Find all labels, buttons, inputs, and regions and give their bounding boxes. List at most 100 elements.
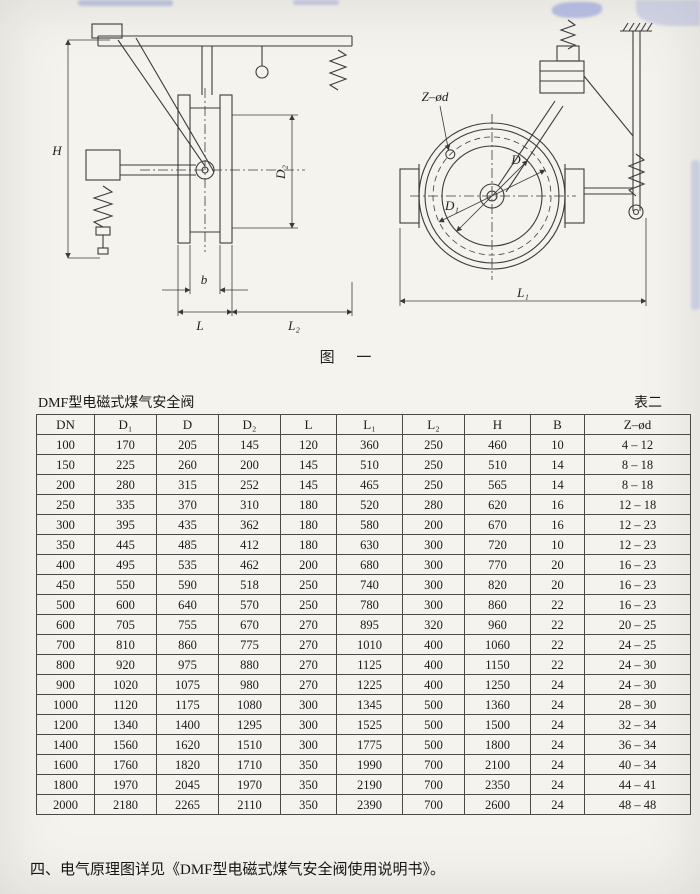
- figure-caption: 图 一: [319, 350, 381, 366]
- dimension-lines: [65, 39, 353, 316]
- table-cell: 700: [36, 634, 95, 655]
- table-cell: 250: [402, 474, 465, 495]
- table-cell: 590: [156, 574, 219, 595]
- table-cell: 16 – 23: [584, 554, 691, 575]
- table-cell: 280: [402, 494, 465, 515]
- table-cell: 462: [218, 554, 281, 575]
- dim-label-Zod: Z–ød: [422, 89, 449, 104]
- column-header: D₂: [218, 414, 281, 435]
- table-cell: 2180: [94, 794, 157, 815]
- table-cell: 36 – 34: [584, 734, 691, 755]
- table-cell: 1175: [156, 694, 219, 715]
- table-cell: 24 – 30: [584, 654, 691, 675]
- spring-shape: [559, 19, 577, 50]
- table-cell: 1295: [218, 714, 281, 735]
- table-cell: 200: [402, 514, 465, 535]
- table-cell: 1010: [336, 634, 403, 655]
- table-cell: 10: [530, 434, 585, 455]
- table-cell: 450: [36, 574, 95, 595]
- table-cell: 565: [464, 474, 531, 495]
- dim-label-L1: L₁: [516, 285, 529, 300]
- table-cell: 500: [402, 714, 465, 735]
- table-cell: 40 – 34: [584, 754, 691, 775]
- dim-label-L: L: [195, 318, 203, 333]
- table-cell: 680: [336, 554, 403, 575]
- table-cell: 260: [156, 454, 219, 475]
- table-cell: 24: [530, 694, 585, 715]
- table-cell: 880: [218, 654, 281, 675]
- footer-note: 四、电气原理图详见《DMF型电磁式煤气安全阀使用说明书》。: [30, 862, 446, 878]
- table-cell: 460: [464, 434, 531, 455]
- table-cell: 24: [530, 754, 585, 775]
- table-cell: 1800: [464, 734, 531, 755]
- table-cell: 2110: [218, 794, 281, 815]
- table-cell: 28 – 30: [584, 694, 691, 715]
- table-cell: 1560: [94, 734, 157, 755]
- table-cell: 22: [530, 634, 585, 655]
- spring-shape: [328, 49, 348, 91]
- table-cell: 1600: [36, 754, 95, 775]
- dim-label-D: D: [510, 152, 521, 167]
- table-cell: 225: [94, 454, 157, 475]
- table-cell: 2390: [336, 794, 403, 815]
- table-cell: 510: [336, 454, 403, 475]
- table-cell: 16: [530, 494, 585, 515]
- table-cell: 24: [530, 674, 585, 695]
- column-header: B: [530, 414, 585, 435]
- table-cell: 1080: [218, 694, 281, 715]
- dim-label-D2: D₂: [273, 165, 288, 180]
- table-cell: 485: [156, 534, 219, 555]
- table-cell: 500: [402, 694, 465, 715]
- table-cell: 200: [218, 454, 281, 475]
- table-cell: 270: [280, 654, 337, 675]
- table-cell: 435: [156, 514, 219, 535]
- table-tag: 表二: [634, 396, 662, 411]
- table-cell: 518: [218, 574, 281, 595]
- table-cell: 1360: [464, 694, 531, 715]
- table-cell: 360: [336, 434, 403, 455]
- table-cell: 250: [402, 434, 465, 455]
- table-cell: 640: [156, 594, 219, 615]
- table-cell: 335: [94, 494, 157, 515]
- table-cell: 145: [218, 434, 281, 455]
- table-cell: 1060: [464, 634, 531, 655]
- table-cell: 700: [402, 754, 465, 775]
- table-cell: 600: [94, 594, 157, 615]
- table-cell: 315: [156, 474, 219, 495]
- table-cell: 150: [36, 454, 95, 475]
- table-cell: 350: [280, 774, 337, 795]
- table-cell: 1000: [36, 694, 95, 715]
- table-cell: 630: [336, 534, 403, 555]
- table-cell: 24 – 30: [584, 674, 691, 695]
- table-cell: 8 – 18: [584, 454, 691, 475]
- column-header: D: [156, 414, 219, 435]
- table-cell: 1820: [156, 754, 219, 775]
- table-cell: 310: [218, 494, 281, 515]
- table-cell: 412: [218, 534, 281, 555]
- table-cell: 860: [464, 594, 531, 615]
- valve-front-view-drawing: Z–ød D D₁ L₁: [399, 19, 653, 306]
- column-header: L₂: [402, 414, 465, 435]
- table-cell: 20 – 25: [584, 614, 691, 635]
- table-cell: 200: [36, 474, 95, 495]
- centerlines: [410, 114, 576, 280]
- table-cell: 500: [402, 734, 465, 755]
- table-cell: 810: [94, 634, 157, 655]
- table-cell: 180: [280, 494, 337, 515]
- table-cell: 980: [218, 674, 281, 695]
- table-cell: 362: [218, 514, 281, 535]
- table-cell: 510: [464, 454, 531, 475]
- table-cell: 960: [464, 614, 531, 635]
- table-cell: 570: [218, 594, 281, 615]
- table-cell: 860: [156, 634, 219, 655]
- table-cell: 1500: [464, 714, 531, 735]
- table-cell: 20: [530, 574, 585, 595]
- table-cell: 1250: [464, 674, 531, 695]
